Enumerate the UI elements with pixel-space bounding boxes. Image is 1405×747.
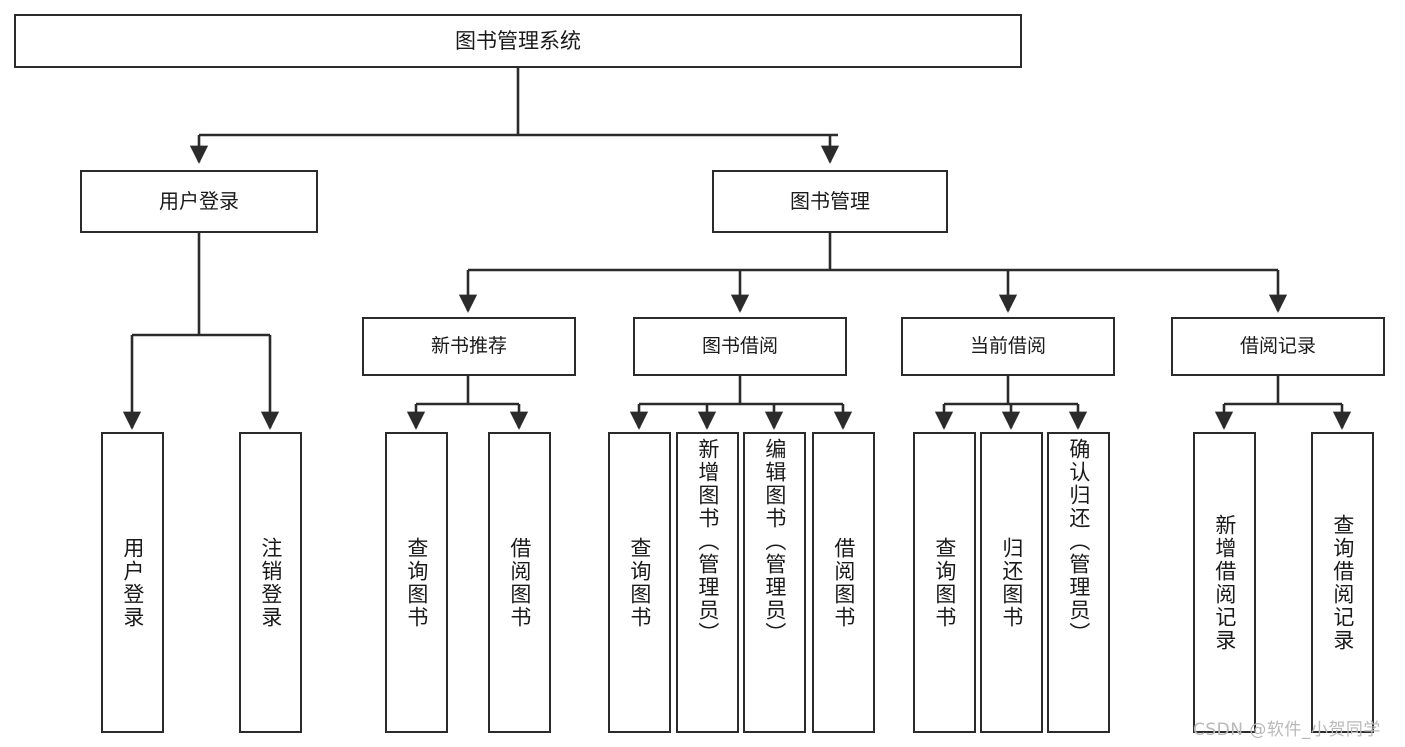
node-leaf-confirm-return[interactable]: 确认归还（管理员） xyxy=(1047,432,1110,733)
node-label: 确认归还（管理员） xyxy=(1066,438,1091,645)
node-leaf-borrow-books-1[interactable]: 借阅图书 xyxy=(488,432,551,733)
watermark-text: CSDN @软件_小贺同学 xyxy=(1193,720,1381,740)
node-leaf-query-record[interactable]: 查询借阅记录 xyxy=(1311,432,1374,733)
node-label: 查询图书 xyxy=(404,536,429,629)
node-label: 图书管理 xyxy=(790,188,870,213)
node-label: 当前借阅 xyxy=(969,335,1046,358)
node-leaf-user-login[interactable]: 用户登录 xyxy=(101,432,164,733)
node-label: 归还图书 xyxy=(999,536,1024,629)
node-leaf-return-books[interactable]: 归还图书 xyxy=(980,432,1043,733)
node-label: 借阅记录 xyxy=(1239,335,1316,358)
node-label: 查询图书 xyxy=(932,536,957,629)
node-user-login[interactable]: 用户登录 xyxy=(80,170,318,233)
node-label: 借阅图书 xyxy=(507,536,532,629)
node-current-borrow[interactable]: 当前借阅 xyxy=(901,317,1115,376)
node-label: 新书推荐 xyxy=(430,335,507,358)
node-leaf-user-logout[interactable]: 注销登录 xyxy=(239,432,302,733)
node-leaf-add-book[interactable]: 新增图书（管理员） xyxy=(676,432,739,733)
node-label: 编辑图书（管理员） xyxy=(762,438,787,645)
node-leaf-query-books-3[interactable]: 查询图书 xyxy=(913,432,976,733)
node-label: 图书借阅 xyxy=(701,335,778,358)
node-leaf-query-books-2[interactable]: 查询图书 xyxy=(608,432,671,733)
node-leaf-borrow-books-2[interactable]: 借阅图书 xyxy=(812,432,875,733)
node-label: 用户登录 xyxy=(159,188,239,213)
node-leaf-add-record[interactable]: 新增借阅记录 xyxy=(1193,432,1256,733)
node-label: 图书管理系统 xyxy=(455,28,581,53)
node-label: 注销登录 xyxy=(258,536,283,629)
node-leaf-query-books-1[interactable]: 查询图书 xyxy=(385,432,448,733)
node-borrow-record[interactable]: 借阅记录 xyxy=(1171,317,1385,376)
csdn-watermark: CSDN @软件_小贺同学 xyxy=(1193,715,1381,740)
node-label: 查询图书 xyxy=(627,536,652,629)
node-book-borrow[interactable]: 图书借阅 xyxy=(633,317,847,376)
node-book-management[interactable]: 图书管理 xyxy=(712,170,948,233)
node-label: 查询借阅记录 xyxy=(1330,513,1355,652)
node-label: 新增图书（管理员） xyxy=(695,438,720,645)
node-root-system[interactable]: 图书管理系统 xyxy=(14,14,1022,68)
node-label: 新增借阅记录 xyxy=(1212,513,1237,652)
node-leaf-edit-book[interactable]: 编辑图书（管理员） xyxy=(743,432,806,733)
node-label: 借阅图书 xyxy=(831,536,856,629)
node-label: 用户登录 xyxy=(120,536,145,629)
node-new-book-recommend[interactable]: 新书推荐 xyxy=(362,317,576,376)
